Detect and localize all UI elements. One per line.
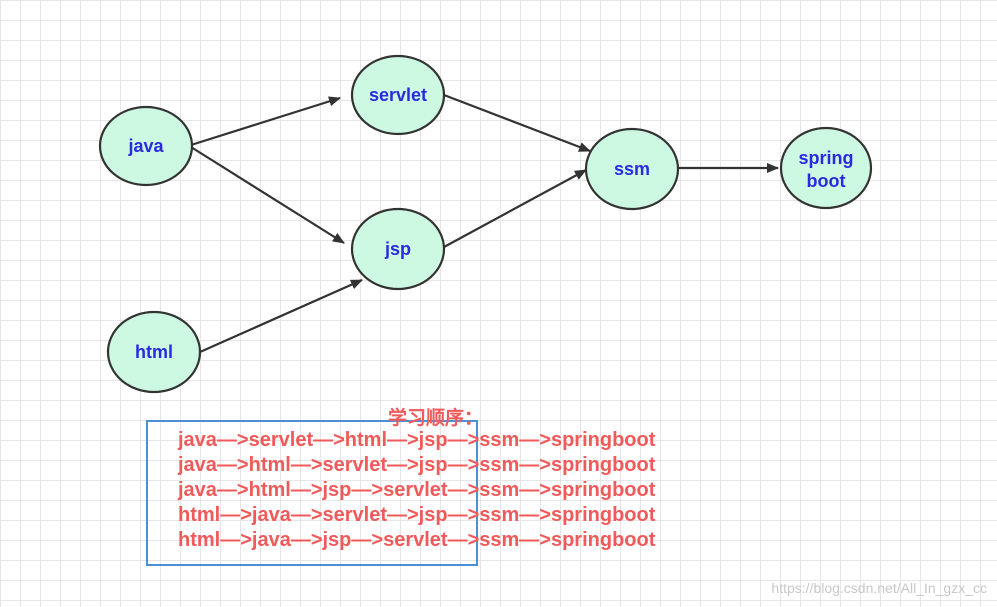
watermark-text: https://blog.csdn.net/All_In_gzx_cc xyxy=(771,580,987,596)
highlight-box xyxy=(146,420,478,566)
learning-path-2: java—>html—>servlet—>jsp—>ssm—>springboo… xyxy=(178,454,656,476)
node-jsp-label: jsp xyxy=(384,239,411,259)
learning-path-5: html—>java—>jsp—>servlet—>ssm—>springboo… xyxy=(178,529,656,551)
node-springboot-label-line2: boot xyxy=(807,171,846,191)
edge-html-jsp xyxy=(199,278,363,354)
edge-java-jsp xyxy=(190,146,345,244)
node-ssm-label: ssm xyxy=(614,159,650,179)
node-servlet: servlet xyxy=(350,54,446,136)
learning-path-1: java—>servlet—>html—>jsp—>ssm—>springboo… xyxy=(178,429,656,451)
edge-servlet-ssm xyxy=(443,93,591,153)
learning-path-3: java—>html—>jsp—>servlet—>ssm—>springboo… xyxy=(178,479,656,501)
learning-path-4: html—>java—>servlet—>jsp—>ssm—>springboo… xyxy=(178,504,656,526)
node-java: java xyxy=(98,105,194,187)
edge-jsp-ssm xyxy=(443,169,587,248)
node-html-label: html xyxy=(135,342,173,362)
edge-java-servlet xyxy=(190,96,341,147)
learning-order-title: 学习顺序： xyxy=(388,408,484,429)
node-java-label: java xyxy=(127,136,164,156)
node-springboot-label-line1: spring xyxy=(798,148,853,168)
node-springboot: spring boot xyxy=(779,126,873,210)
node-jsp: jsp xyxy=(350,207,446,291)
node-html: html xyxy=(106,310,202,394)
node-ssm: ssm xyxy=(584,127,680,211)
node-servlet-label: servlet xyxy=(369,85,427,105)
